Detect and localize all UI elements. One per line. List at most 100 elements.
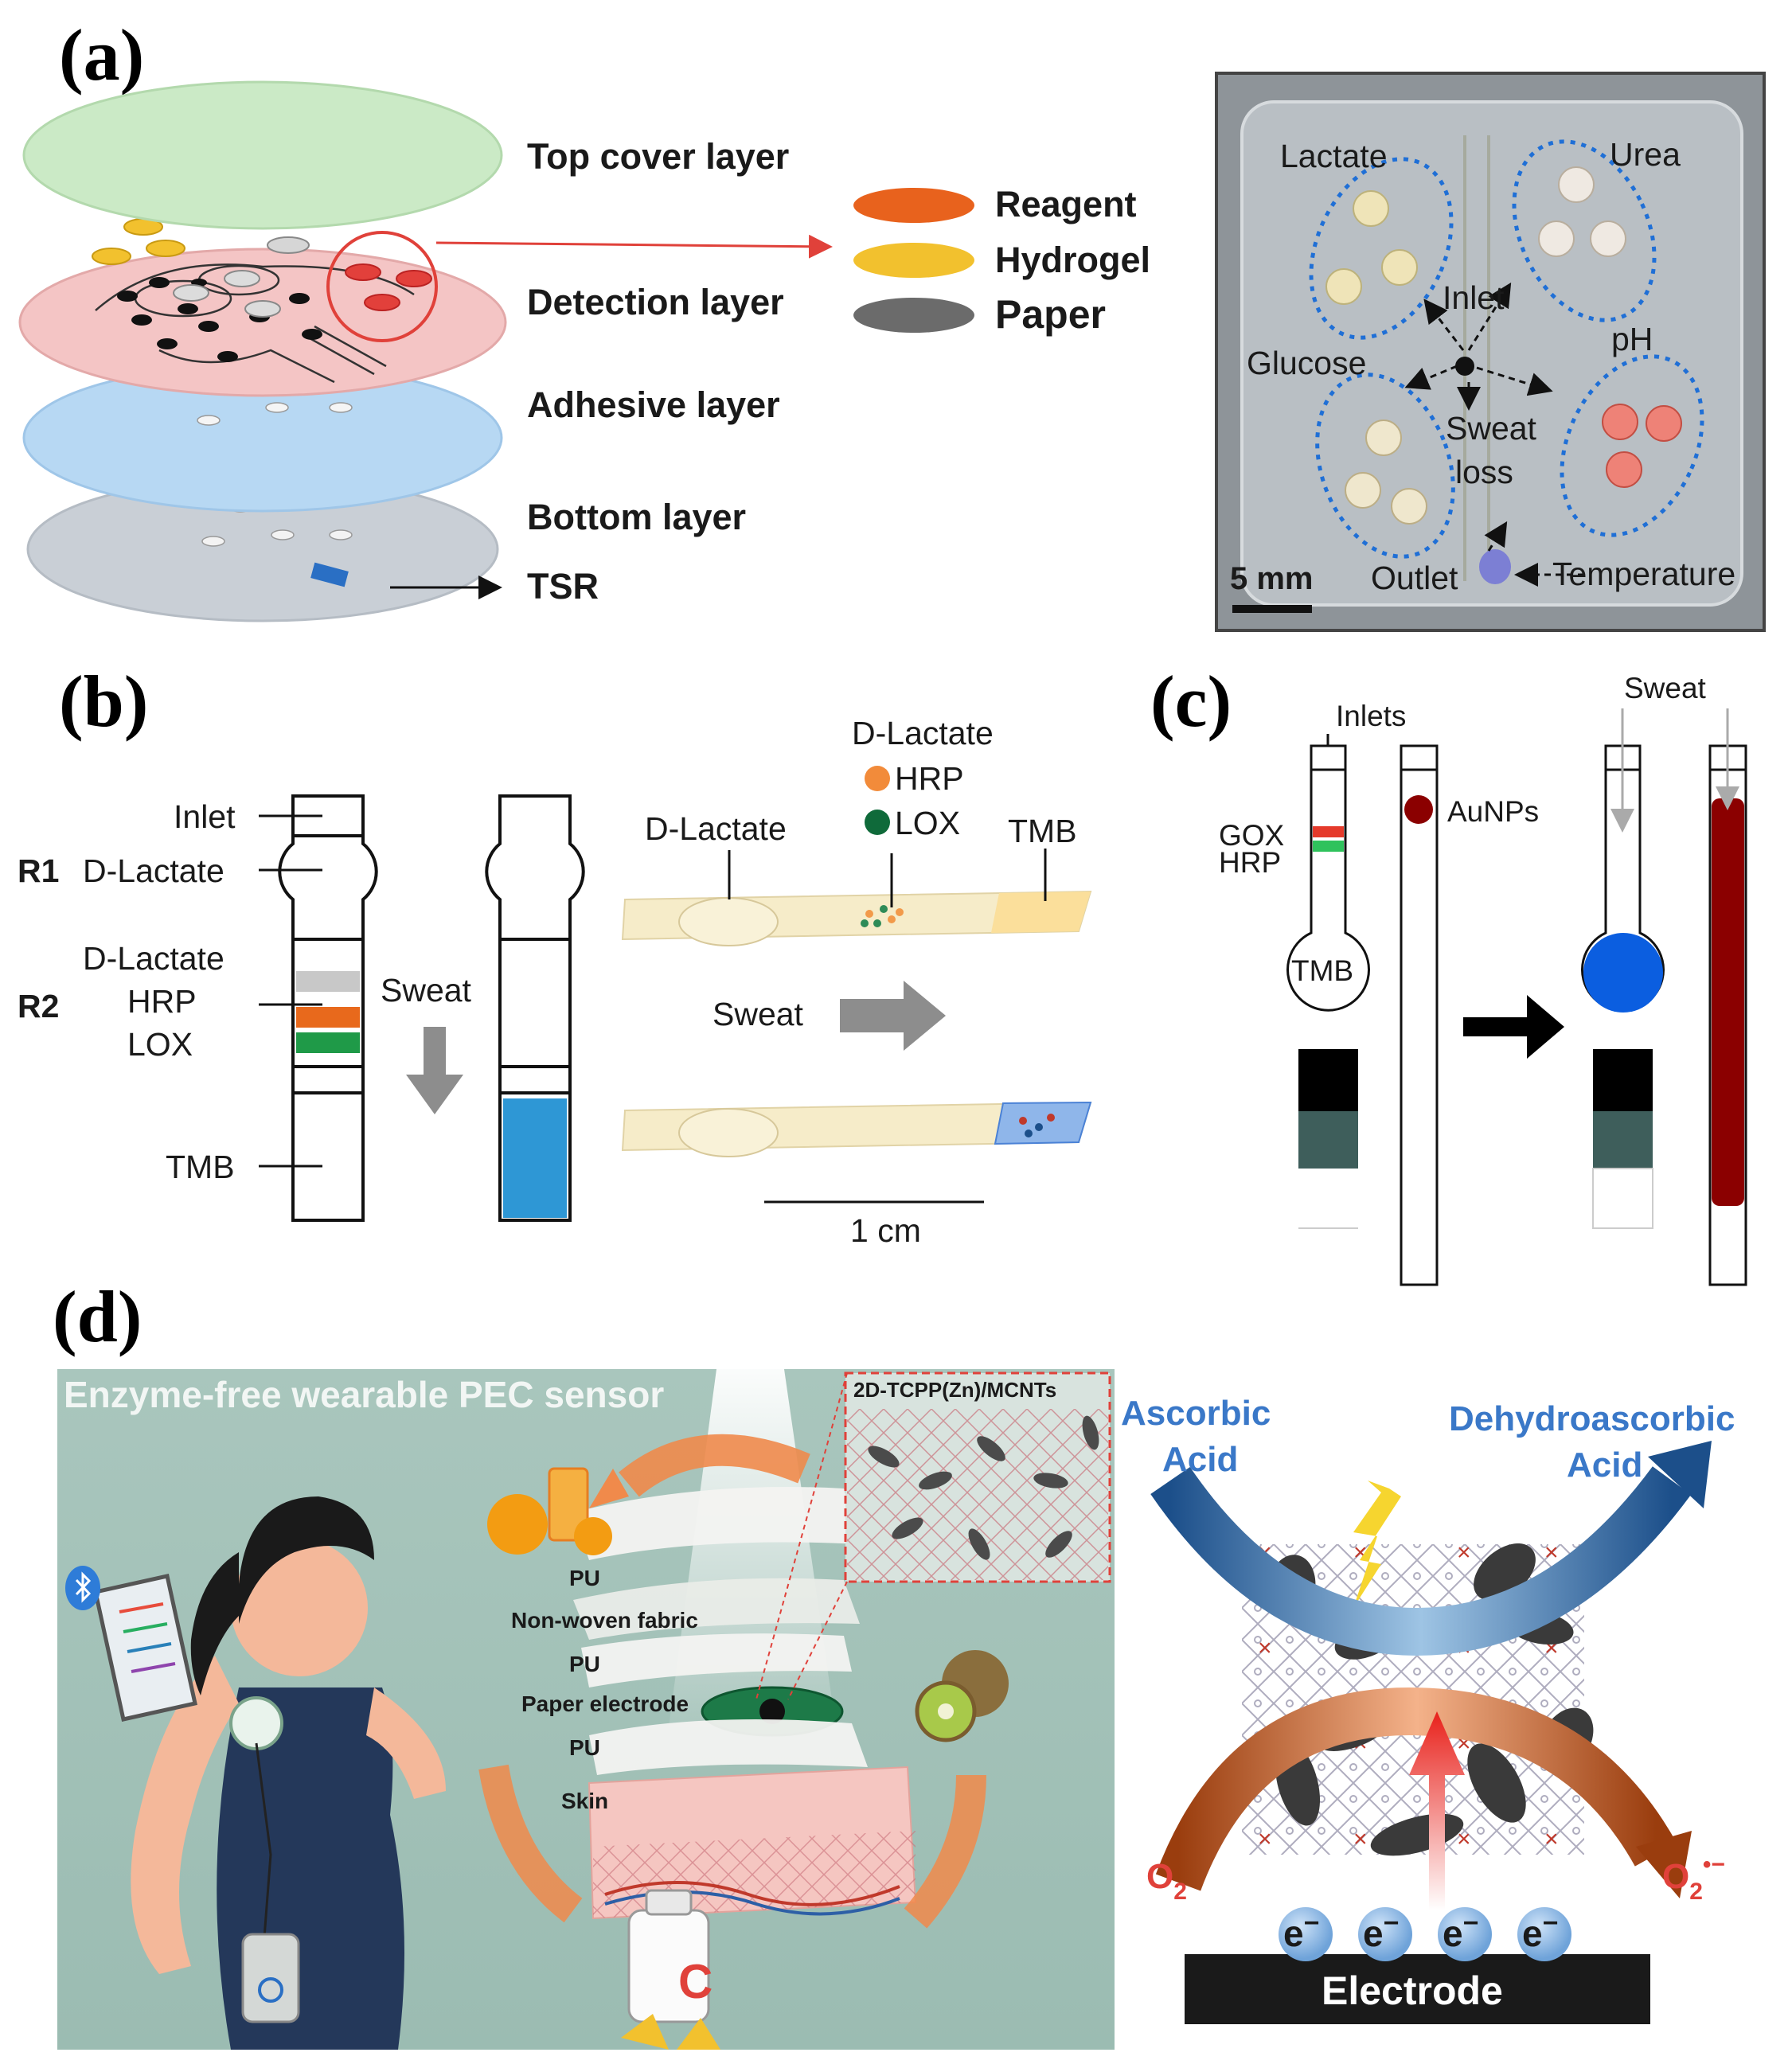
d-stack-label-pu-3: PU — [569, 1735, 600, 1760]
c-label-sweat: Sweat — [1624, 672, 1707, 704]
photo-urea-wells — [1538, 166, 1626, 257]
d-inset-label: 2D-TCPP(Zn)/MCNTs — [853, 1378, 1056, 1402]
svg-text:×: × — [1544, 1826, 1559, 1852]
svg-text:×: × — [1258, 1635, 1272, 1661]
strip-enzyme-dots — [861, 905, 904, 927]
d-lightning-icon — [1353, 1481, 1401, 1608]
b-label-tmb: TMB — [166, 1149, 235, 1185]
c-label-aunps: AuNPs — [1447, 795, 1539, 828]
detection-reagent-discs — [345, 263, 432, 311]
legend-swatch-hydrogel — [853, 243, 974, 278]
d-oxygen-arrow-head — [1636, 1831, 1692, 1898]
d-bluetooth-glyph — [75, 1571, 92, 1603]
d-inset-link-2 — [755, 1372, 848, 1700]
panel-a-letter: (a) — [59, 14, 144, 96]
d-banner: Enzyme-free wearable PEC sensor — [64, 1374, 664, 1415]
tube-leaders — [259, 814, 322, 1168]
d-ascorbic-label-1: Ascorbic — [1121, 1394, 1271, 1433]
photo-scale-bar — [1232, 605, 1312, 613]
photo-label-ph: pH — [1611, 321, 1653, 357]
d-mechanism: ×××× ×××× ×××× ×××× — [1150, 1441, 1712, 2024]
detection-layer-disc — [18, 248, 507, 397]
d-runner-arm-right — [366, 1687, 446, 1799]
d-electron-1: e− — [1283, 1908, 1319, 1954]
tsr-chip — [310, 562, 349, 587]
photo-label-outlet: Outlet — [1371, 560, 1458, 596]
strip-sweat-label: Sweat — [713, 996, 804, 1032]
photo-label-lactate: Lactate — [1280, 138, 1388, 174]
strip-leaders — [728, 849, 1047, 907]
d-runner-ponytail — [190, 1552, 239, 1695]
photo-inlet-dot — [1455, 357, 1474, 376]
strip-label-lox: LOX — [895, 805, 960, 841]
photo-label-urea: Urea — [1610, 136, 1681, 173]
d-inset-mesh — [847, 1409, 1108, 1580]
c-label-hrp: HRP — [1219, 846, 1281, 879]
legend-swatch-paper — [853, 298, 974, 333]
svg-text:×: × — [1544, 1539, 1559, 1566]
d-bottle-c: C — [678, 1955, 713, 2008]
d-o2-label: O2 — [1146, 1857, 1187, 1905]
panel-d-letter: (d) — [53, 1276, 142, 1357]
d-electron-2: e− — [1363, 1908, 1399, 1954]
panel-b: (b) Inlet R1 D-Lactate D- — [18, 661, 1092, 1249]
top-cover-disc — [22, 80, 503, 230]
layer-label-bottom: Bottom layer — [527, 497, 746, 537]
tube-orange-band — [296, 1007, 360, 1028]
photo-temp-sensor — [1479, 549, 1511, 584]
c-label-tmb: TMB — [1291, 954, 1353, 987]
d-stack-label-pu-1: PU — [569, 1566, 600, 1590]
panel-c-letter: (c) — [1150, 661, 1232, 742]
d-power-icon — [258, 1977, 283, 2003]
d-stack-label-skin: Skin — [561, 1789, 608, 1813]
strip-label-hrp: HRP — [895, 760, 964, 797]
layer-label-detection: Detection layer — [527, 282, 784, 322]
d-sensor-stack — [573, 1487, 917, 1920]
c-gox-band — [1313, 826, 1344, 837]
legend-label-hydrogel: Hydrogel — [995, 240, 1150, 280]
adhesive-holes — [197, 402, 353, 426]
d-arrow-top — [619, 1434, 810, 1497]
c-swatch-after — [1592, 1049, 1653, 1229]
b-scale-label: 1 cm — [850, 1212, 921, 1249]
tube-blue-fill — [503, 1098, 567, 1218]
b-label-r2: R2 — [18, 988, 59, 1024]
c-aunp-tube-before — [1400, 744, 1439, 1286]
svg-text:×: × — [1353, 1826, 1368, 1852]
detection-holes — [117, 277, 322, 362]
c-label-inlets: Inlets — [1336, 700, 1406, 732]
d-electrons — [1279, 1907, 1571, 1961]
d-phone-screen-lines — [119, 1602, 176, 1673]
c-label-gox: GOX — [1219, 819, 1284, 852]
strip-label-dlactate-top: D-Lactate — [852, 715, 994, 751]
strip-before — [621, 890, 1092, 946]
d-electron-3: e− — [1443, 1908, 1478, 1954]
d-ascorbic-arrow-head — [1648, 1441, 1712, 1508]
zoom-arrow — [435, 234, 833, 259]
tube-green-band — [296, 1032, 360, 1053]
d-electrode-label: Electrode — [1322, 1968, 1503, 2013]
d-o2-radical-label: O2•− — [1662, 1851, 1725, 1905]
c-swatch-before — [1298, 1049, 1358, 1229]
d-ascorbic-label-2: Acid — [1162, 1440, 1238, 1479]
d-ascorbic-arrow — [1150, 1466, 1692, 1656]
layer-label-adhesive: Adhesive layer — [527, 384, 780, 425]
d-runner-cable — [255, 1742, 272, 1959]
d-electron-4: e− — [1522, 1908, 1558, 1954]
panel-d: (d) Enzyme-free wearable PEC sensor — [53, 1276, 1735, 2050]
svg-text:×: × — [1457, 1826, 1471, 1852]
strip-after — [621, 1101, 1092, 1157]
d-inset-link-1 — [787, 1581, 848, 1700]
device-photo: Lactate Urea Glucose pH Inlet Sweat loss… — [1215, 72, 1766, 632]
detection-paper-discs — [173, 270, 281, 318]
b-label-dlactate-1: D-Lactate — [83, 853, 224, 889]
b-down-arrow — [406, 1027, 463, 1114]
svg-text:×: × — [1457, 1539, 1471, 1566]
d-kiwi-icon — [915, 1650, 1009, 1742]
d-inset-nanotubes — [868, 1415, 1099, 1560]
svg-text:×: × — [1258, 1826, 1272, 1852]
b-label-hrp: HRP — [127, 983, 197, 1020]
legend-a: Reagent Hydrogel Paper — [853, 184, 1150, 337]
b-label-inlet: Inlet — [174, 798, 236, 835]
d-charge-arrow — [1409, 1711, 1465, 1910]
